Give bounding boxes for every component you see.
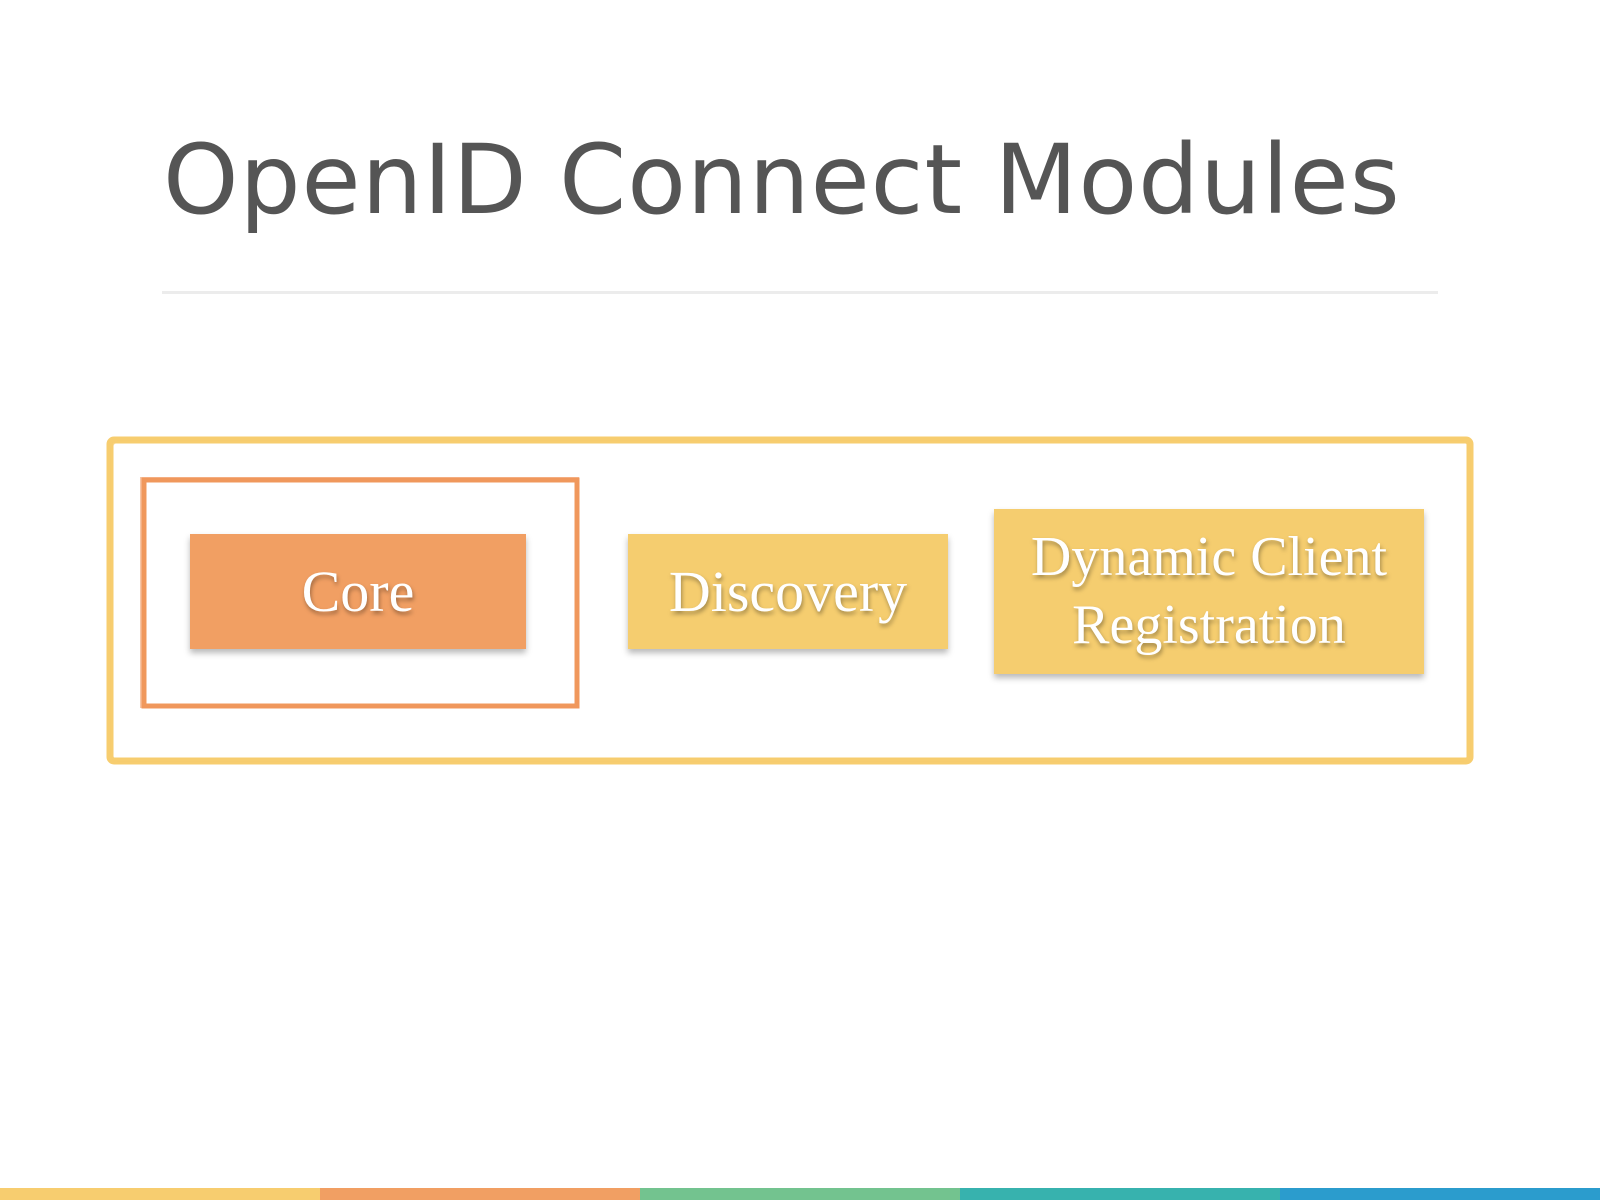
module-discovery-label: Discovery	[668, 558, 908, 624]
color-bar-segment-orange	[320, 1188, 640, 1200]
color-bar-segment-teal	[960, 1188, 1280, 1200]
color-bar-segment-blue	[1280, 1188, 1600, 1200]
color-bar-segment-green	[640, 1188, 960, 1200]
title-divider	[162, 291, 1438, 294]
module-dynamic-client-registration-label: Dynamic Client Registration	[1030, 526, 1388, 656]
module-core: Core	[190, 534, 526, 649]
module-discovery: Discovery	[628, 534, 948, 649]
core-highlight-frame-sketch	[140, 477, 579, 708]
module-core-label: Core	[301, 558, 415, 624]
outer-frame-sketch	[110, 440, 1471, 762]
module-dynamic-client-registration: Dynamic Client Registration	[994, 509, 1424, 674]
color-bar-segment-yellow	[0, 1188, 320, 1200]
slide-title: OpenID Connect Modules	[163, 124, 1401, 236]
footer-color-bar	[0, 1188, 1600, 1200]
